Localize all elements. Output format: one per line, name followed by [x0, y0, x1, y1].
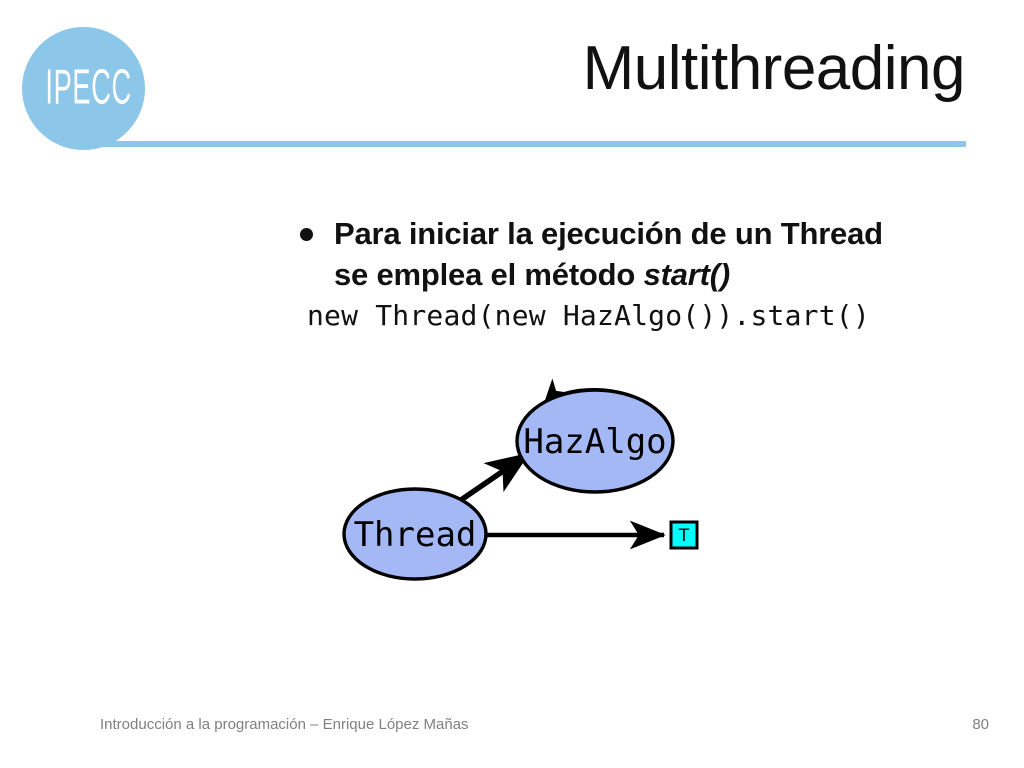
bullet-item-text: Para iniciar la ejecución de un Thread s… — [334, 216, 883, 292]
code-snippet: new Thread(new HazAlgo()).start() — [307, 299, 870, 332]
node-hazalgo-label: HazAlgo — [523, 422, 666, 462]
bullet-list: Para iniciar la ejecución de un Thread s… — [298, 213, 918, 295]
bullet-dot-icon — [300, 228, 313, 241]
object-graph-diagram: HazAlgo Thread T — [330, 360, 710, 600]
ipecc-logo-text: IPECC — [45, 59, 132, 115]
footer-page-number: 80 — [972, 716, 989, 733]
page-title: Multithreading — [582, 34, 966, 103]
node-t-box — [669, 520, 699, 550]
node-thread — [342, 487, 488, 581]
edge-thread-to-hazalgo — [456, 451, 530, 505]
bullet-text-plain: Para iniciar la ejecución de un Thread s… — [334, 216, 883, 292]
ipecc-logo: IPECC — [22, 27, 145, 150]
node-hazalgo — [515, 388, 675, 494]
node-t-box-label: T — [678, 526, 690, 546]
node-thread-label: Thread — [354, 515, 477, 555]
title-divider — [63, 141, 966, 147]
list-item: Para iniciar la ejecución de un Thread s… — [298, 213, 918, 295]
bullet-text-emphasis: start() — [643, 257, 731, 292]
footer-course-label: Introducción a la programación – Enrique… — [100, 716, 469, 733]
